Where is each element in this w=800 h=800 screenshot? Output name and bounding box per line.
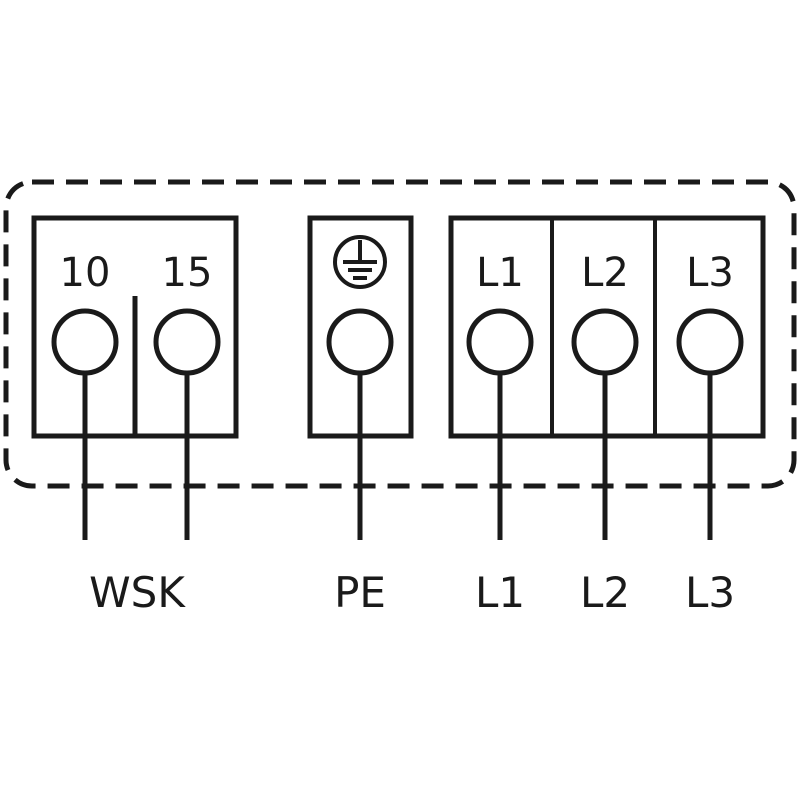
wsk-terminal-block: 10 15 xyxy=(31,215,239,439)
wires xyxy=(82,373,713,540)
power-terminal-block: L1 L2 L3 xyxy=(448,215,766,439)
terminal-screw-l1 xyxy=(466,308,534,376)
terminal-number-10: 10 xyxy=(60,250,111,296)
wire-label-pe: PE xyxy=(334,568,386,617)
terminal-number-l3: L3 xyxy=(686,250,734,296)
terminal-screw-l3 xyxy=(676,308,744,376)
dashed-enclosure xyxy=(3,179,797,489)
terminal-screw-10 xyxy=(51,308,119,376)
wire-label-l1: L1 xyxy=(475,568,525,617)
wire-label-l3: L3 xyxy=(685,568,735,617)
terminal-screw-l2 xyxy=(571,308,639,376)
terminal-number-15: 15 xyxy=(162,250,213,296)
ground-icon xyxy=(333,235,387,289)
terminal-number-l2: L2 xyxy=(581,250,629,296)
wire-label-l2: L2 xyxy=(580,568,630,617)
wire-label-wsk: WSK xyxy=(89,568,186,617)
terminal-screw-15 xyxy=(153,308,221,376)
terminal-screw-pe xyxy=(326,308,394,376)
terminal-number-l1: L1 xyxy=(476,250,524,296)
